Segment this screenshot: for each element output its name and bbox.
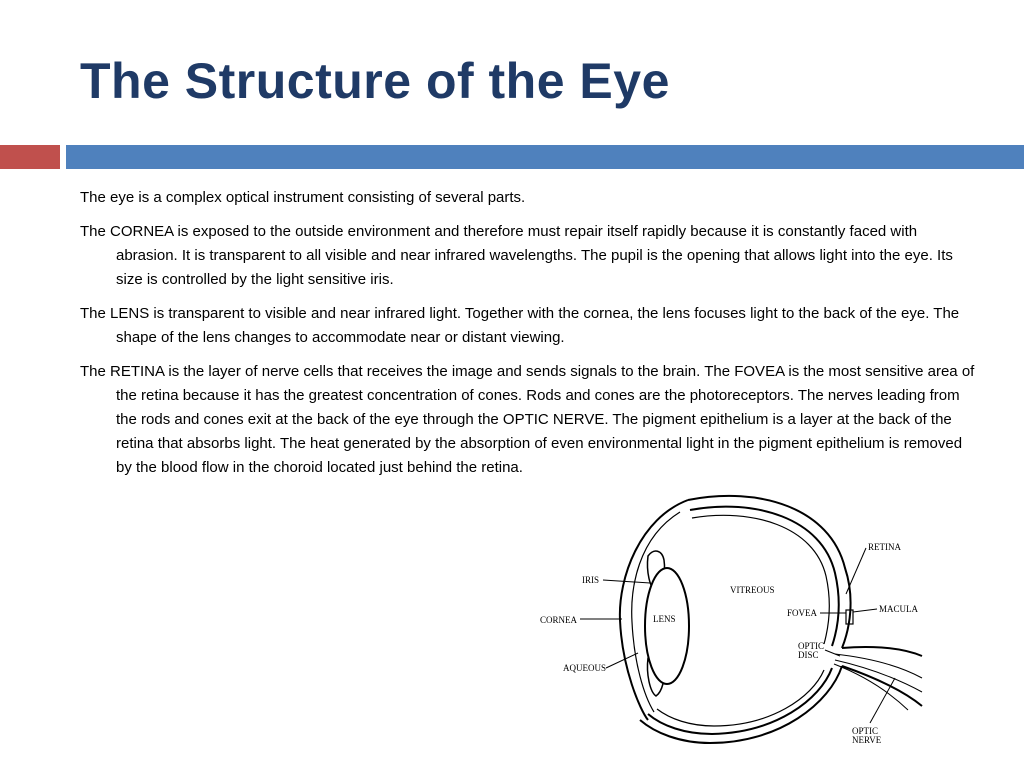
lens-label: LENS [653,614,676,624]
eye-outer-layer [687,494,852,649]
optic-nerve-leader [869,677,896,724]
macula-mark [845,609,854,625]
paragraph-retina: The RETINA is the layer of nerve cells t… [80,363,975,476]
optic-nerve-label-line2: NERVE [852,735,882,745]
retina-label: RETINA [868,542,901,552]
iris-leader [602,579,651,584]
eye-retina-line [691,514,830,645]
aqueous-leader [605,652,639,669]
optic-disc-leader [824,649,841,657]
cornea-label: CORNEA [540,615,578,625]
aqueous-label: AQUEOUS [563,663,606,673]
eye-outer-layer-2 [639,665,843,745]
eye-retina-line-2 [656,669,825,727]
eye-inner-layer-2 [647,667,833,736]
eye-diagram: IRIS CORNEA LENS AQUEOUS VITREOUS FOVEA … [540,494,923,745]
lens-shape [644,567,690,685]
fovea-label: FOVEA [787,608,818,618]
macula-label: MACULA [879,604,919,614]
paragraph-cornea: The CORNEA is exposed to the outside env… [80,223,953,288]
cornea-inner [631,511,681,713]
optic-disc-label-line2: DISC [798,650,819,660]
vitreous-label: VITREOUS [730,585,775,595]
retina-leader [845,547,867,595]
macula-leader [852,608,878,613]
optic-nerve-top [841,645,923,657]
cornea-shape [618,499,689,721]
optic-nerve-fibers [833,653,923,711]
iris-label: IRIS [582,575,599,585]
paragraph-lens: The LENS is transparent to visible and n… [80,305,960,346]
accent-bar-red [0,145,60,169]
paragraph-intro: The eye is a complex optical instrument … [80,189,526,206]
eye-inner-layer [689,505,840,647]
body-text: The eye is a complex optical instrument … [80,186,980,490]
optic-disc-label-line1: OPTIC [798,641,824,651]
slide-title: The Structure of the Eye [80,53,670,109]
optic-nerve-bottom [841,665,923,707]
accent-bar-blue [66,145,1024,169]
optic-nerve-label-line1: OPTIC [852,726,878,736]
